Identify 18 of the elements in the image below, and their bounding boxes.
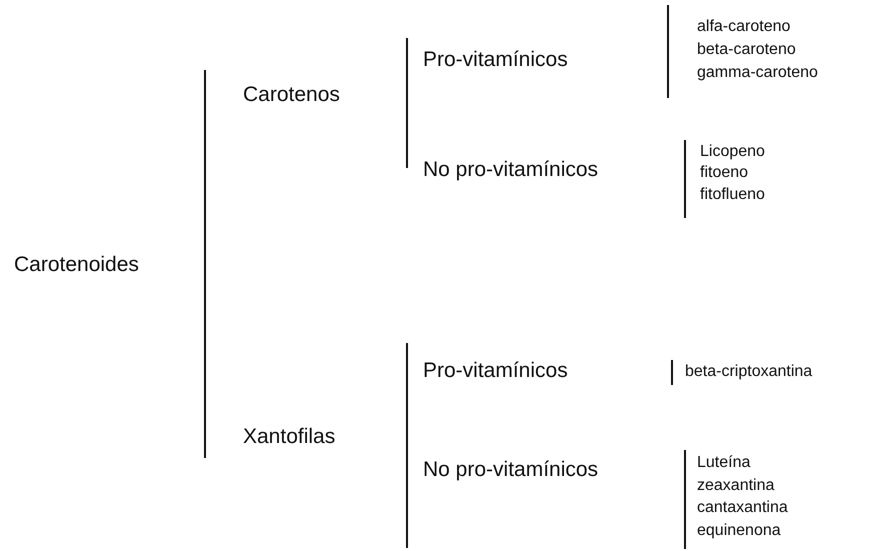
- compound-name: zeaxantina: [697, 476, 774, 496]
- category-label: No pro-vitamínicos: [423, 158, 598, 182]
- category-label: Xantofilas: [243, 424, 336, 450]
- compound-name: Luteína: [697, 454, 750, 472]
- compound-name: gamma-caroteno: [697, 64, 818, 82]
- compound-name: fitoeno: [700, 164, 748, 182]
- compound-name: beta-criptoxantina: [685, 362, 812, 382]
- category-label: Carotenos: [243, 82, 340, 108]
- category-label: No pro-vitamínicos: [423, 458, 598, 482]
- category-label: Carotenoides: [14, 252, 139, 278]
- compound-name: Licopeno: [700, 142, 765, 162]
- compound-name: equinenona: [697, 522, 781, 540]
- category-label: Pro-vitamínicos: [423, 358, 568, 384]
- category-label: Pro-vitamínicos: [423, 48, 568, 72]
- compound-name: beta-caroteno: [697, 40, 796, 60]
- compound-name: fitoflueno: [700, 186, 765, 204]
- compound-name: cantaxantina: [697, 498, 788, 518]
- compound-name: alfa-caroteno: [697, 18, 790, 36]
